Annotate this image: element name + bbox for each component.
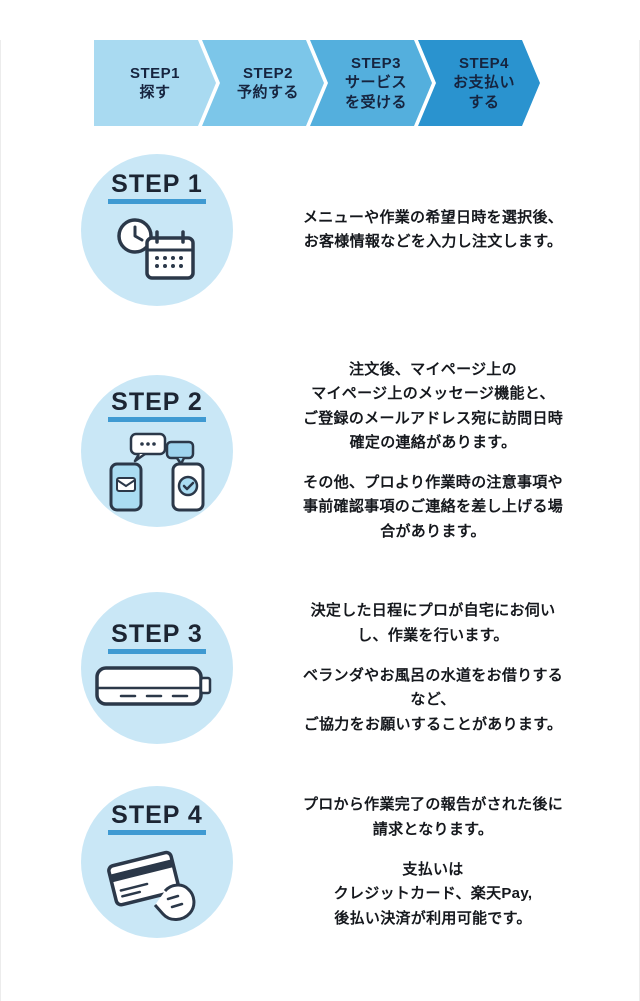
banner-step-2: STEP2 予約する: [202, 40, 324, 126]
clock-calendar-icon: [109, 212, 205, 290]
air-conditioner-icon: [93, 662, 221, 716]
step2-circle: STEP 2: [81, 375, 233, 528]
phones-chat-icon: [105, 430, 209, 514]
step3-circle: STEP 3: [81, 592, 233, 745]
step2-title: STEP 2: [108, 388, 206, 423]
step-section-2: STEP 2 注文後、マイページ上の マイページ上のメッセージ機能と、 ご登録の…: [1, 358, 639, 544]
step1-title: STEP 1: [108, 170, 206, 205]
step4-paragraph-2: 支払いは クレジットカード、楽天Pay, 後払い決済が利用可能です。: [333, 860, 533, 927]
step2-paragraph-2: その他、プロより作業時の注意事項や 事前確認事項のご連絡を差し上げる場 合があり…: [302, 474, 564, 540]
steps-banner: STEP1 探す STEP2 予約する STEP3 サービス を受ける STEP…: [94, 40, 639, 126]
credit-card-hand-icon: [105, 843, 209, 923]
step3-paragraph-2: ベランダやお風呂の水道をお借りする など、 ご協力をお願いすることがあります。: [302, 666, 564, 733]
step4-description: プロから作業完了の報告がされた後に 請求となります。 支払いは クレジットカード…: [253, 793, 613, 930]
step-section-4: STEP 4 プロから作業完了の報告がされた後に 請求となります。 支払いは ク…: [1, 786, 639, 939]
banner-step-3: STEP3 サービス を受ける: [310, 40, 432, 126]
step4-circle: STEP 4: [81, 786, 233, 939]
step1-circle: STEP 1: [81, 154, 233, 306]
banner-step-4: STEP4 お支払い する: [418, 40, 540, 126]
step3-description: 決定した日程にプロが自宅にお伺い し、作業を行います。 ベランダやお風呂の水道を…: [253, 599, 613, 736]
step2-description: 注文後、マイページ上の マイページ上のメッセージ機能と、 ご登録のメールアドレス…: [253, 358, 613, 544]
step3-title: STEP 3: [108, 620, 206, 655]
banner-step-1: STEP1 探す: [94, 40, 216, 126]
step3-paragraph-1: 決定した日程にプロが自宅にお伺い し、作業を行います。: [310, 602, 556, 644]
step1-paragraph-1: メニューや作業の希望日時を選択後、 お客様情報などを入力し注文します。: [302, 208, 564, 250]
step4-paragraph-1: プロから作業完了の報告がされた後に 請求となります。: [302, 796, 564, 838]
step2-paragraph-1: 注文後、マイページ上の マイページ上のメッセージ機能と、 ご登録のメールアドレス…: [302, 361, 564, 451]
step-section-3: STEP 3 決定した日程にプロが自宅にお伺い し、作業を行います。 ベランダや…: [1, 592, 639, 745]
step-section-1: STEP 1 メニューや作業の希望日時を選択後、 お客様情報などを入力し注文しま…: [1, 154, 639, 306]
step4-title: STEP 4: [108, 801, 206, 836]
step1-description: メニューや作業の希望日時を選択後、 お客様情報などを入力し注文します。: [253, 206, 613, 255]
